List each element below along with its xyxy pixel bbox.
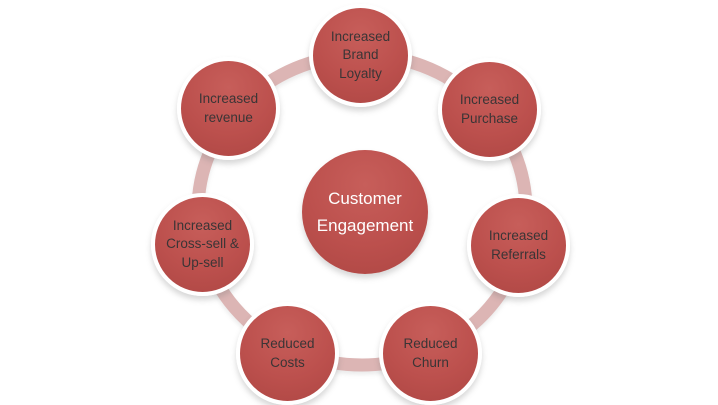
center-node-customer-engagement: Customer Engagement: [302, 150, 428, 274]
node-label: Increased revenue: [198, 90, 259, 125]
node-label: Reduced Churn: [403, 335, 458, 370]
node-increased-purchase: Increased Purchase: [438, 58, 541, 161]
node-increased-brand-loyalty: Increased Brand Loyalty: [309, 4, 412, 107]
center-node-label: Customer Engagement: [316, 188, 414, 235]
node-increased-referrals: Increased Referrals: [467, 194, 570, 297]
node-label: Increased Referrals: [488, 227, 549, 262]
node-label: Increased Brand Loyalty: [330, 28, 391, 81]
node-reduced-costs: Reduced Costs: [236, 302, 339, 405]
node-reduced-churn: Reduced Churn: [379, 302, 482, 405]
node-increased-cross-sell-up-sell: Increased Cross-sell & Up-sell: [151, 193, 254, 296]
node-increased-revenue: Increased revenue: [177, 57, 280, 160]
node-label: Reduced Costs: [260, 335, 315, 370]
node-label: Increased Cross-sell & Up-sell: [166, 217, 239, 270]
node-label: Increased Purchase: [459, 91, 520, 126]
